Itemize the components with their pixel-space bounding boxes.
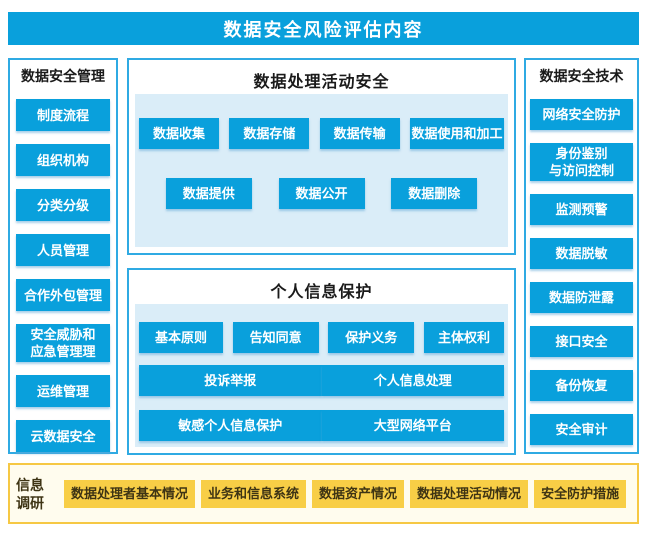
- node-data-disclosure: 数据公开: [278, 178, 365, 209]
- node-backup-recovery: 备份恢复: [530, 370, 633, 401]
- processing-row-1: 数据收集 数据存储 数据传输 数据使用和加工: [139, 118, 504, 149]
- node-data-masking: 数据脱敏: [530, 238, 633, 269]
- personal-info-inner-panel: 基本原则 告知同意 保护义务 主体权利 投诉举报 个人信息处理 敏感个人信息保护…: [135, 304, 508, 447]
- node-system-process: 制度流程: [16, 99, 110, 131]
- survey-item-business-info-systems: 业务和信息系统: [201, 479, 307, 508]
- panel-data-security-management-title: 数据安全管理: [21, 68, 105, 84]
- node-security-audit: 安全审计: [530, 414, 633, 445]
- node-complaint-reporting: 投诉举报: [139, 365, 322, 396]
- panel-data-processing-activity-security-title: 数据处理活动安全: [253, 74, 390, 91]
- node-personal-info-processing: 个人信息处理: [321, 365, 504, 396]
- processing-row-2: 数据提供 数据公开 数据删除: [139, 178, 504, 209]
- node-informed-consent: 告知同意: [232, 322, 319, 353]
- survey-item-protection-measures: 安全防护措施: [534, 479, 627, 508]
- node-data-use-processing: 数据使用和加工: [409, 118, 504, 149]
- survey-item-data-processor-basics: 数据处理者基本情况: [64, 479, 196, 508]
- node-basic-principles: 基本原则: [139, 322, 223, 353]
- node-outsourcing-management: 合作外包管理: [16, 279, 110, 311]
- node-cloud-data-security: 云数据安全: [16, 420, 110, 452]
- panel-data-processing-activity-security: 数据处理活动安全 数据收集 数据存储 数据传输 数据使用和加工 数据提供 数据公…: [127, 58, 516, 255]
- info-survey-label: 信息 调研: [16, 476, 44, 511]
- node-data-deletion: 数据删除: [391, 178, 478, 209]
- node-sensitive-personal-info-protection: 敏感个人信息保护: [139, 410, 322, 441]
- personal-info-row-1: 基本原则 告知同意 保护义务 主体权利: [139, 322, 504, 353]
- panel-data-security-technology-title: 数据安全技术: [539, 68, 624, 84]
- node-monitoring-early-warning: 监测预警: [530, 194, 633, 225]
- node-network-security-protection: 网络安全防护: [530, 99, 633, 130]
- personal-info-row-2: 投诉举报 个人信息处理: [139, 365, 504, 396]
- node-data-storage: 数据存储: [229, 118, 310, 149]
- node-identity-access-control: 身份鉴别 与访问控制: [530, 143, 633, 181]
- node-data-provision: 数据提供: [165, 178, 252, 209]
- node-personnel-management: 人员管理: [16, 234, 110, 266]
- node-ops-management: 运维管理: [16, 375, 110, 407]
- survey-item-data-assets: 数据资产情况: [312, 479, 405, 508]
- panel-data-security-technology: 数据安全技术 网络安全防护 身份鉴别 与访问控制 监测预警 数据脱敏 数据防泄露…: [524, 58, 639, 454]
- panel-data-security-management: 数据安全管理 制度流程 组织机构 分类分级 人员管理 合作外包管理 安全威胁和 …: [8, 58, 118, 454]
- node-interface-security: 接口安全: [530, 326, 633, 357]
- diagram-title: 数据安全风险评估内容: [8, 12, 639, 45]
- survey-item-processing-activities: 数据处理活动情况: [410, 479, 529, 508]
- node-subject-rights: 主体权利: [423, 322, 504, 353]
- node-organization: 组织机构: [16, 144, 110, 176]
- node-classification-grading: 分类分级: [16, 189, 110, 221]
- node-security-threat-emergency-management: 安全威胁和 应急管理理: [16, 324, 110, 362]
- personal-info-row-3: 敏感个人信息保护 大型网络平台: [139, 410, 504, 441]
- panel-personal-info-protection: 个人信息保护 基本原则 告知同意 保护义务 主体权利 投诉举报 个人信息处理 敏…: [127, 268, 516, 455]
- node-protection-obligations: 保护义务: [328, 322, 415, 353]
- node-data-leak-prevention: 数据防泄露: [530, 282, 633, 313]
- node-data-transmission: 数据传输: [319, 118, 400, 149]
- panel-info-survey: 信息 调研 数据处理者基本情况 业务和信息系统 数据资产情况 数据处理活动情况 …: [8, 463, 639, 524]
- processing-inner-panel: 数据收集 数据存储 数据传输 数据使用和加工 数据提供 数据公开 数据删除: [135, 94, 508, 247]
- node-data-collection: 数据收集: [139, 118, 219, 149]
- node-large-network-platform: 大型网络平台: [321, 410, 504, 441]
- panel-personal-info-protection-title: 个人信息保护: [270, 284, 373, 301]
